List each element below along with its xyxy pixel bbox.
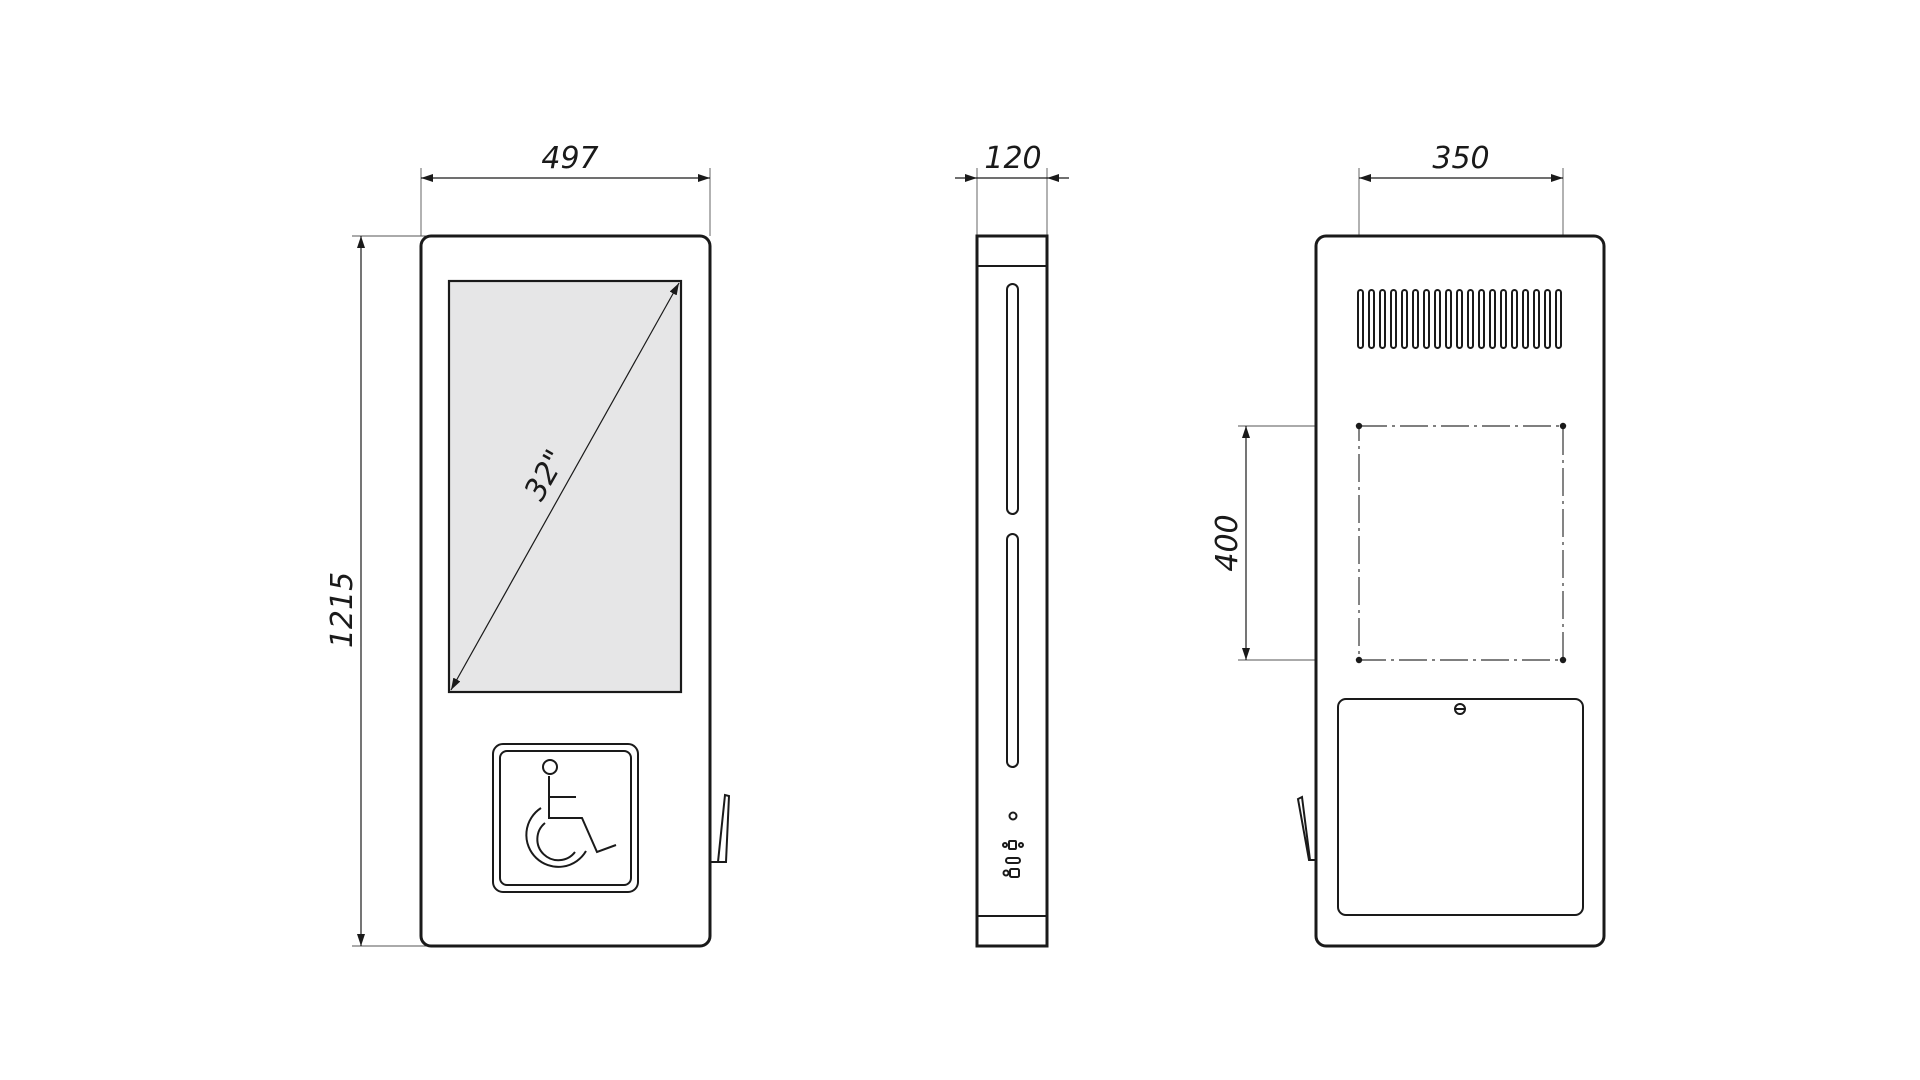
service-door (1337, 698, 1584, 916)
side-depth-label: 120 (984, 141, 1041, 176)
side-light-strip-upper (1006, 283, 1019, 515)
antenna-icon (710, 793, 731, 863)
front-width-label: 497 (541, 141, 598, 176)
ventilation-grille (1357, 289, 1562, 349)
antenna-icon (1296, 795, 1316, 861)
mount-hole (1355, 656, 1363, 664)
mount-hole (1355, 422, 1363, 430)
wheelchair-accessibility-icon (492, 743, 639, 893)
side-view: 120 (955, 141, 1069, 948)
kiosk-back-body (1314, 234, 1606, 948)
kiosk-side-body (975, 234, 1049, 948)
lock-icon (1454, 703, 1466, 715)
front-height-label: 1215 (325, 572, 360, 648)
side-light-strip-lower (1006, 533, 1019, 768)
mount-hole (1559, 422, 1567, 430)
vesa-mount-pattern (1358, 425, 1564, 661)
mount-hole (1559, 656, 1567, 664)
connector-ports-icon (1002, 811, 1024, 878)
front-view: 497 1215 32" (325, 141, 731, 948)
back-width-label: 350 (1432, 141, 1489, 176)
back-height-label: 400 (1210, 514, 1245, 571)
screen-diagonal-line (450, 282, 680, 691)
back-view: 350 400 (1210, 141, 1606, 948)
